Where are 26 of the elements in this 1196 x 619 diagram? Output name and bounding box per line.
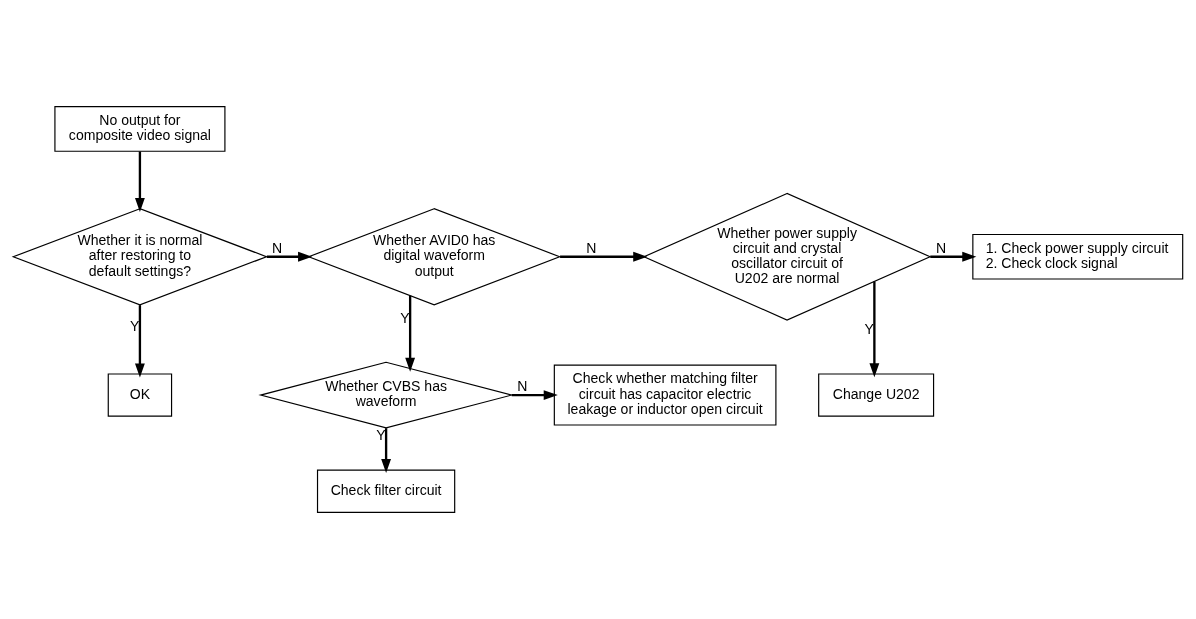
arrow: [405, 295, 416, 372]
arrow: [134, 305, 145, 378]
arrow: [560, 251, 648, 262]
edge-label: N: [935, 239, 947, 256]
node-box: Change U202: [818, 373, 935, 417]
node-diamond: Whether AVID0 has digital waveform output: [307, 208, 562, 306]
node-box: Check filter circuit: [316, 469, 456, 513]
arrow: [930, 251, 977, 262]
node-box: Check whether matching filter circuit has capacitor electric leakage or inductor open circuit: [553, 364, 777, 426]
node-diamond: Whether power supply circuit and crystal oscillator circuit of U202 are normal: [642, 192, 932, 321]
node-box: OK: [107, 373, 173, 417]
arrow: [511, 390, 558, 400]
edge-label: Y: [400, 310, 410, 327]
arrow: [134, 151, 145, 212]
edge-label: Y: [129, 317, 140, 334]
arrow: [266, 251, 313, 262]
edge-label: N: [272, 239, 283, 256]
node-box: 1. Check power supply circuit 2. Check clock signal: [972, 233, 1184, 280]
arrow: [381, 428, 392, 474]
edge-label: Y: [376, 427, 386, 444]
node-diamond: Whether CVBS has waveform: [258, 361, 514, 429]
arrow: [869, 281, 880, 378]
edge-label: N: [586, 239, 597, 256]
node-diamond: Whether it is normal after restoring to default settings?: [11, 208, 269, 306]
node-box: No output for composite video signal: [54, 106, 226, 152]
edge-label: N: [517, 378, 528, 395]
